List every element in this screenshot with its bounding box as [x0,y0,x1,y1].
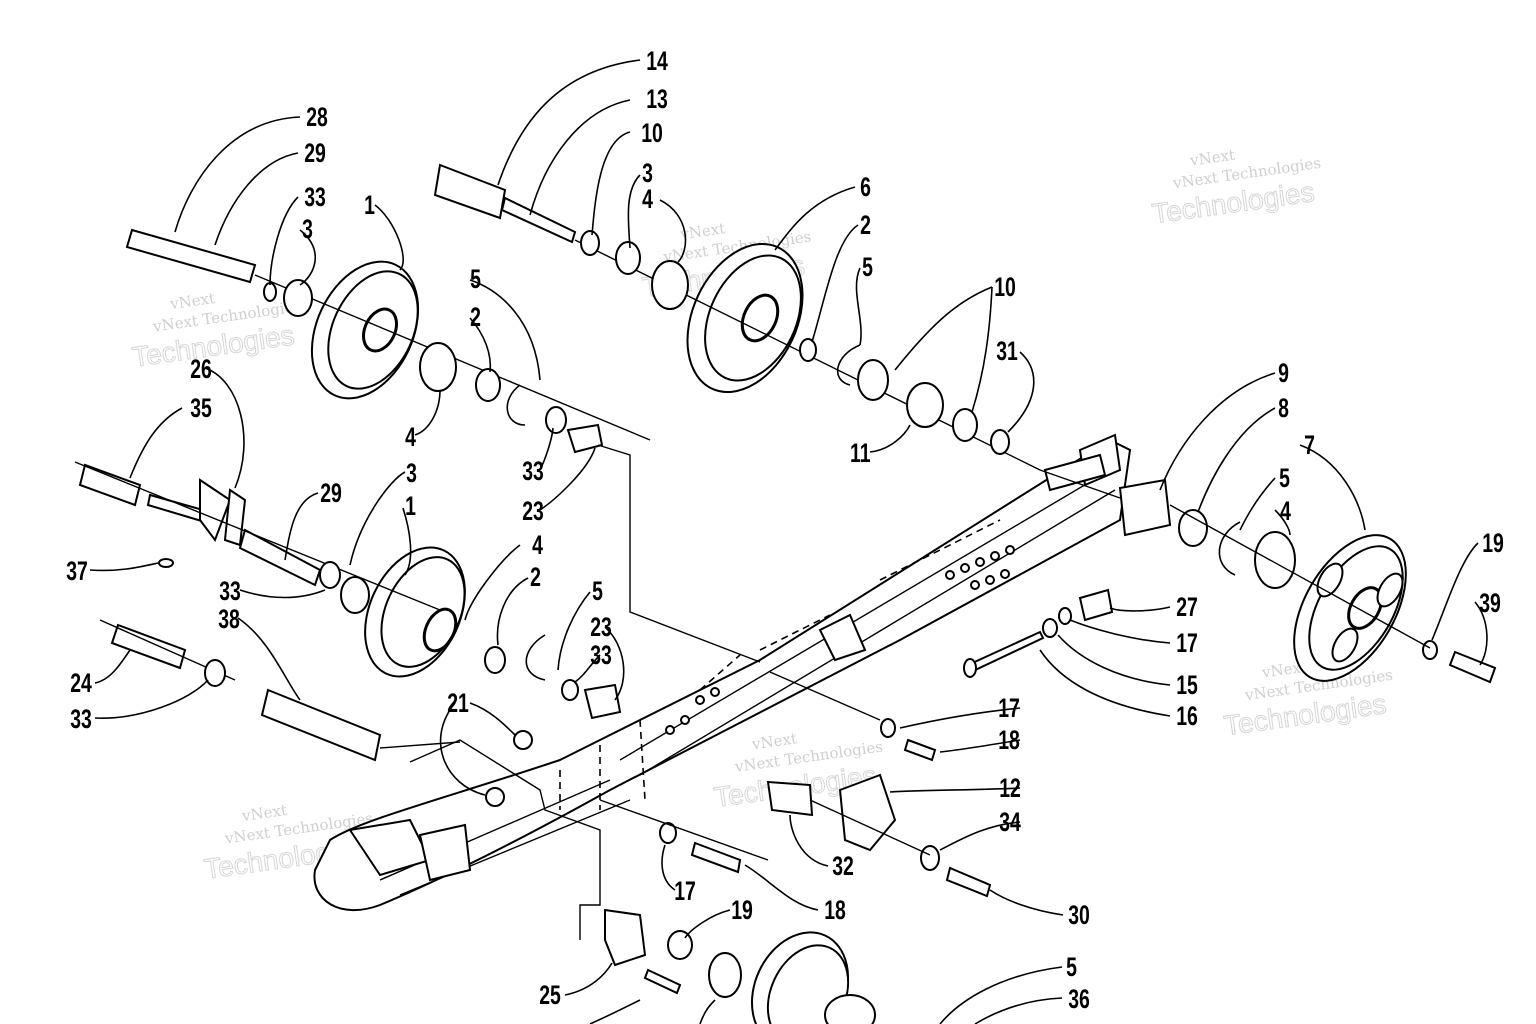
callout-2: 2 [470,302,481,332]
callout-15: 15 [1176,670,1198,700]
callout-29: 29 [320,478,342,508]
callout-labels: 14 13 10 3 4 6 2 5 28 29 33 3 1 5 2 10 3… [66,46,1504,1014]
callout-7: 7 [1304,430,1315,460]
callout-24: 24 [70,668,92,698]
callout-4: 4 [532,530,543,560]
callout-6: 6 [860,172,871,202]
callout-33: 33 [590,640,612,670]
callout-2: 2 [530,562,541,592]
wheel-upper-left [310,260,420,400]
callout-12: 12 [999,773,1021,803]
callout-13: 13 [646,84,668,114]
callout-28: 28 [306,102,328,132]
callout-36: 36 [1068,984,1090,1014]
callout-17: 17 [998,693,1020,723]
leader-lines [89,59,1488,1024]
callout-10: 10 [994,272,1016,302]
callout-30: 30 [1068,900,1090,930]
callout-18: 18 [998,725,1020,755]
watermark-top-right: vNext vNext Technologies Technologies [1150,146,1322,230]
callout-5: 5 [592,576,603,606]
callout-32: 32 [832,851,854,881]
callout-23: 23 [590,612,612,642]
wheel-upper-center [686,242,804,394]
callout-39: 39 [1479,588,1501,618]
callout-38: 38 [218,604,240,634]
callout-17: 17 [674,876,696,906]
callout-8: 8 [1278,393,1289,423]
callout-34: 34 [999,807,1021,837]
callout-29: 29 [304,138,326,168]
callout-3: 3 [406,458,417,488]
callout-25: 25 [539,980,561,1010]
callout-33: 33 [70,704,92,734]
callout-33: 33 [304,182,326,212]
callout-5: 5 [1279,463,1290,493]
callout-5: 5 [1066,952,1077,982]
callout-11: 11 [850,438,871,468]
callout-5: 5 [470,264,481,294]
callout-16: 16 [1176,701,1198,731]
rail-holes [665,545,1015,735]
callout-10: 10 [641,118,663,148]
callout-4: 4 [405,422,416,452]
callout-23: 23 [522,496,544,526]
wheel-bottom [750,931,876,1024]
callout-4: 4 [1280,496,1291,526]
callout-26: 26 [190,354,212,384]
shafts-and-hardware [74,163,1497,998]
wheel-middle-left [364,546,466,678]
callout-2: 2 [860,210,871,240]
callout-17: 17 [1176,628,1198,658]
callout-33: 33 [219,576,241,606]
slide-rail-frame [313,433,1132,911]
callout-3: 3 [302,214,313,244]
callout-14: 14 [646,46,668,76]
callout-1: 1 [364,190,375,220]
callout-35: 35 [190,393,212,423]
callout-18: 18 [824,895,846,925]
callout-9: 9 [1278,358,1289,388]
callout-27: 27 [1176,592,1198,622]
callout-37: 37 [66,556,88,586]
callout-4: 4 [642,184,653,214]
watermark-top-left: vNext vNext Technologies Technologies [130,289,302,373]
callout-19: 19 [731,895,753,925]
callout-19: 19 [1482,528,1504,558]
callout-31: 31 [996,336,1018,366]
callout-1: 1 [405,491,416,521]
callout-33: 33 [522,456,544,486]
callout-3: 3 [642,158,653,188]
callout-5: 5 [862,252,873,282]
callout-21: 21 [447,688,469,718]
